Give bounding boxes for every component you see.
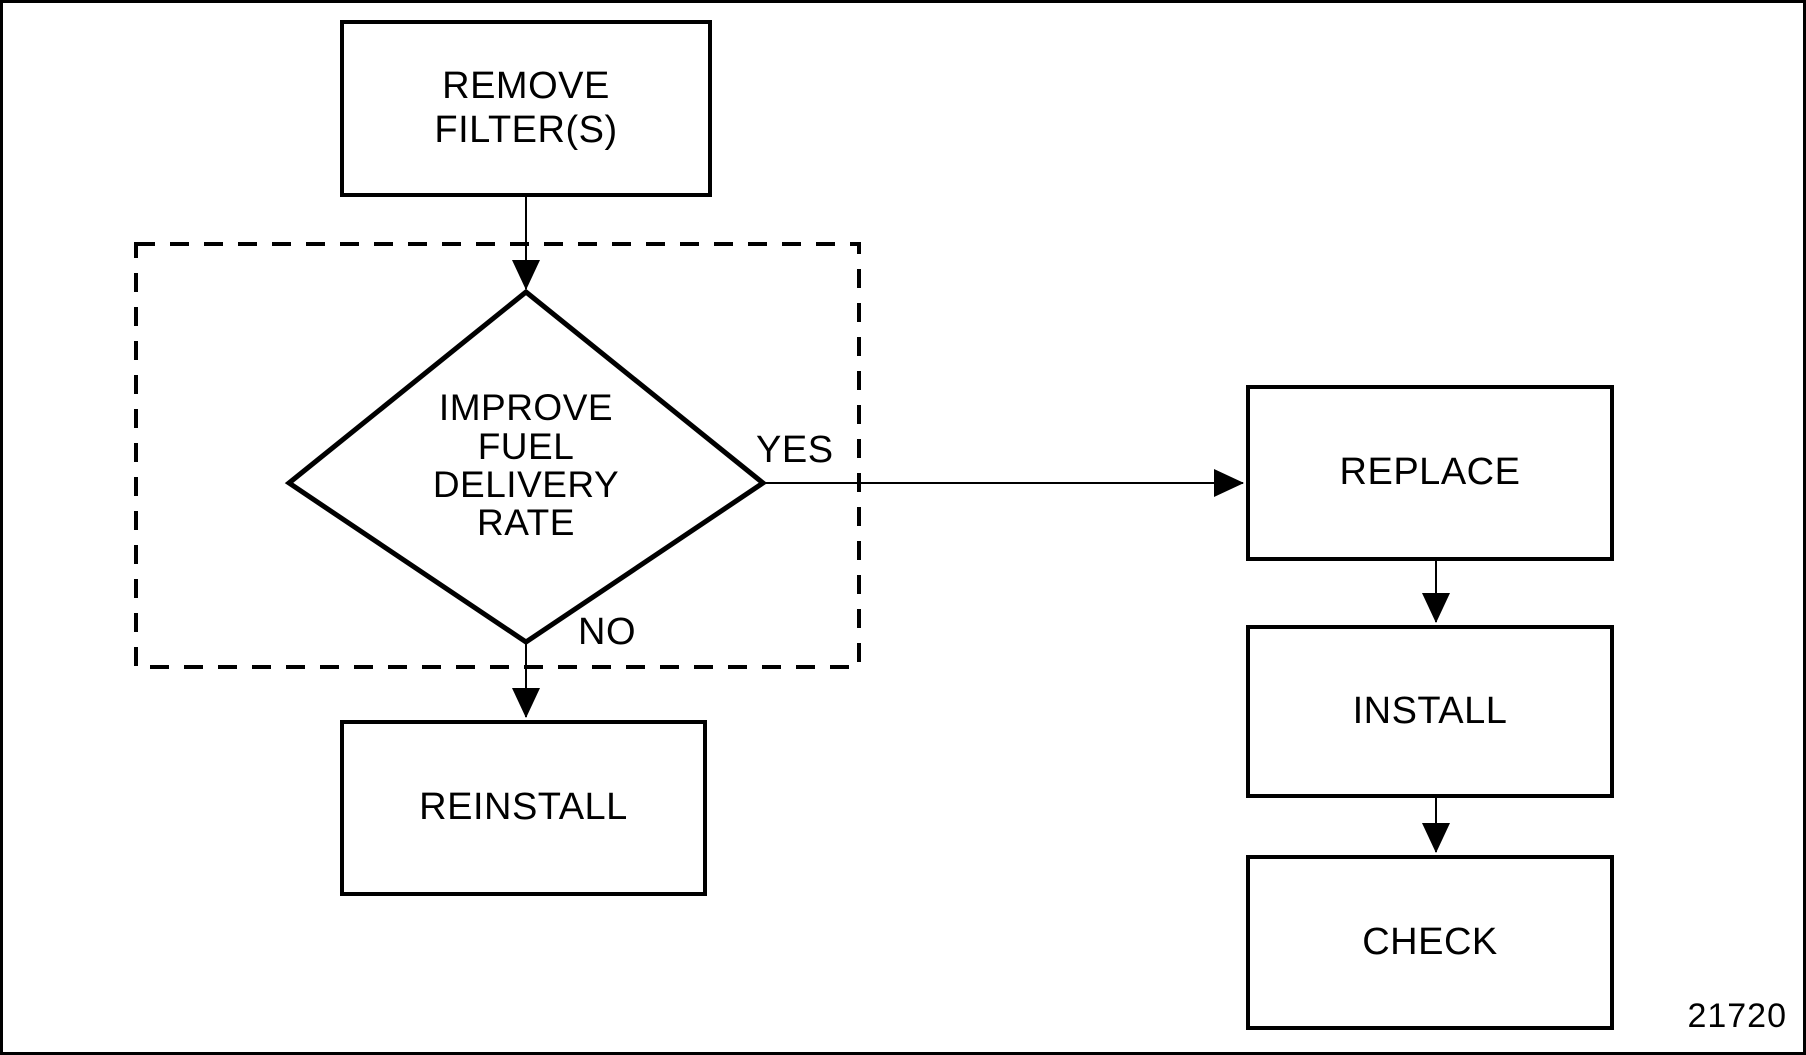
node-remove-filters: REMOVE FILTER(S): [340, 20, 712, 197]
node-replace: REPLACE: [1246, 385, 1614, 561]
node-decision-label: IMPROVE FUEL DELIVERY RATE: [432, 387, 620, 544]
dashed-group-outline: [134, 242, 861, 669]
node-remove-filters-label: REMOVE FILTER(S): [434, 64, 618, 151]
node-install-label: INSTALL: [1352, 689, 1508, 732]
connector-layer: [134, 197, 1450, 853]
node-replace-label: REPLACE: [1339, 451, 1521, 494]
node-reinstall-label: REINSTALL: [419, 786, 628, 829]
figure-number: 21720: [1687, 997, 1787, 1035]
edge-label-yes: YES: [756, 429, 834, 471]
edge-label-no: NO: [578, 611, 636, 653]
node-check: CHECK: [1246, 855, 1614, 1030]
node-install: INSTALL: [1246, 625, 1614, 798]
decision-diamond-shape: [284, 288, 768, 646]
node-check-label: CHECK: [1362, 920, 1498, 963]
node-reinstall: REINSTALL: [340, 720, 707, 896]
